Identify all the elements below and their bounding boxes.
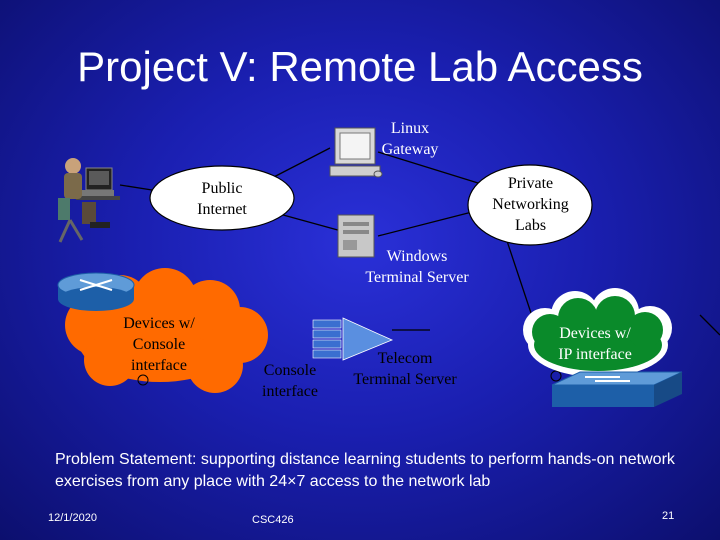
console-interface-label: Console interface [262,362,318,400]
terminal-server-icon [312,317,394,361]
link-internet-gateway [267,147,331,181]
console-devices-cloud [65,268,268,393]
footer-page-number: 21 [662,510,675,522]
link-user-internet [119,184,153,191]
footer-course: CSC426 [252,514,294,526]
server-tower-icon [337,214,375,258]
public-internet-ellipse [149,165,295,231]
private-labs-ellipse [467,164,593,246]
public-internet-label: Public Internet [197,180,247,218]
computer-icon [329,127,383,178]
windows-server-label: Windows Terminal Server [365,248,469,286]
ip-devices-label: Devices w/ IP interface [558,325,632,363]
router-icon [57,272,135,311]
telecom-server-label: Telecom Terminal Server [353,350,457,388]
footer-date: 12/1/2020 [48,512,97,524]
ip-port-icon [550,370,562,382]
link-labs-ipdevices [504,234,536,326]
user-workstation-icon [58,158,120,243]
link-gateway-labs [377,151,479,184]
linux-gateway-label: Linux Gateway [381,120,439,158]
problem-statement: Problem Statement: supporting distance l… [55,451,675,490]
private-labs-label: Private Networking Labs [492,175,569,234]
console-devices-label: Devices w/ Console interface [123,315,195,374]
slide-title: Project V: Remote Lab Access [77,43,643,90]
console-port-icon [137,374,149,386]
link-windows-labs [377,211,473,237]
link-offslide [699,314,720,336]
ip-devices-cloud [523,288,672,377]
switch-icon [551,371,683,407]
